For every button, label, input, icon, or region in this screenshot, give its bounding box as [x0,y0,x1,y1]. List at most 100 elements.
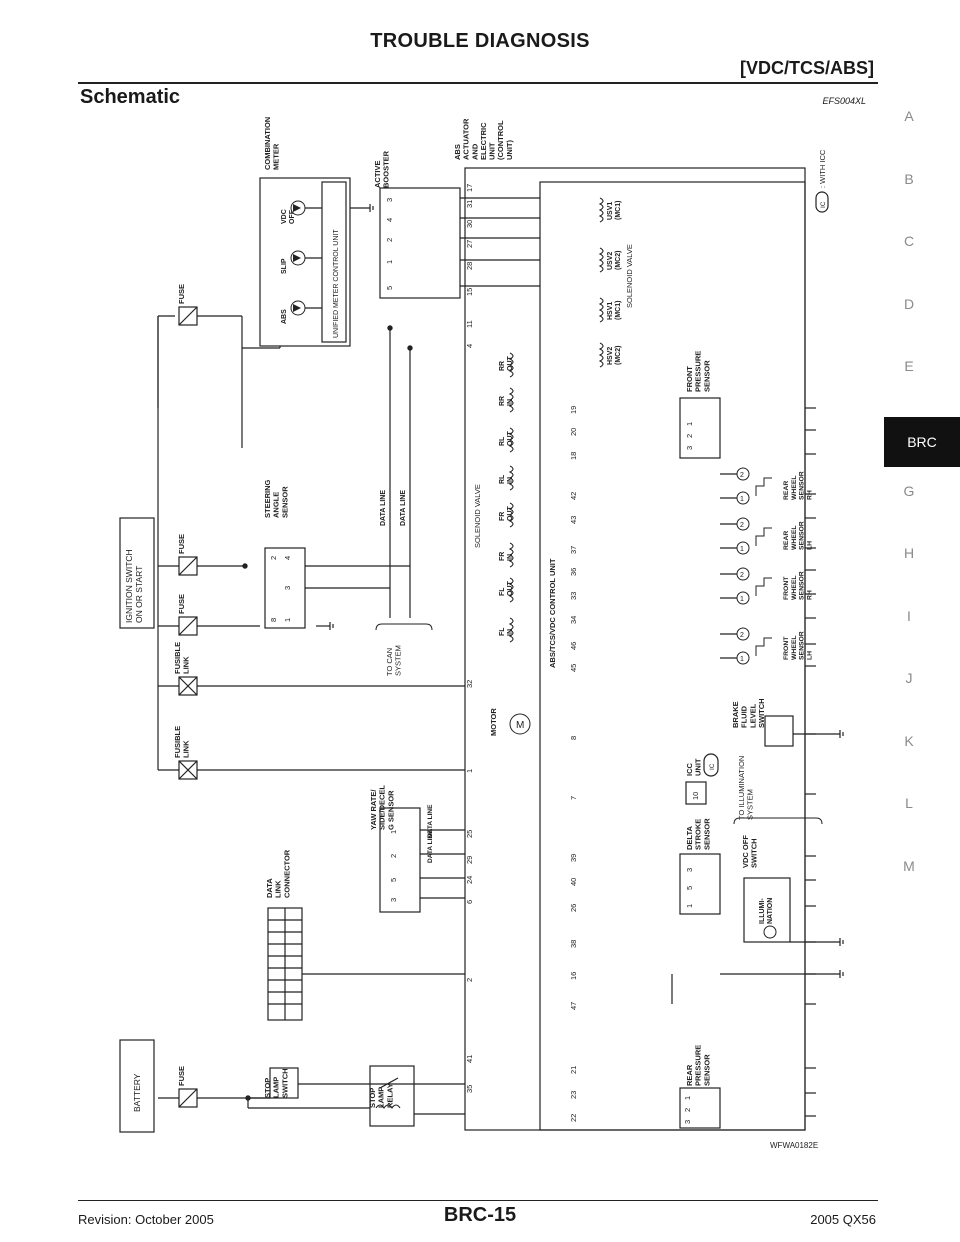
yaw-pin: 5 [389,878,398,882]
actuator-left-pin: 2 [465,978,474,982]
wheel-sensor-symbol [755,637,772,656]
solenoid-valve-label-mid: SOLENOID VALVE [473,484,482,548]
label-line: SLIP [281,258,288,274]
actuator-left-pin: 41 [465,1055,474,1063]
unified-meter-label: UNIFIED METER CONTROL UNIT [333,229,340,338]
side-index-h[interactable]: H [903,545,915,561]
side-index-k[interactable]: K [904,732,914,749]
label-line: 20 [569,428,578,436]
control-unit-pin: 33 [569,592,578,600]
combination-meter-box [259,177,351,347]
label-line: ILLUMI- [759,898,766,924]
side-index-b[interactable]: B [904,170,914,187]
solenoid-coil [508,577,514,603]
rear-pressure-box [679,1087,721,1129]
control-unit-pin: 18 [569,452,578,460]
side-index-brc[interactable]: BRC [884,416,960,467]
side-index-i[interactable]: I [907,607,911,624]
label-line: TO CAN [385,648,394,676]
side-index-a[interactable]: A [904,108,914,124]
label-line: 46 [569,642,578,650]
stop-relay-box [369,1065,415,1127]
label-line: 41 [465,1055,474,1063]
icc-badge-text: IC [709,763,716,770]
label-line: COMBINATION [263,117,272,170]
battery-box [119,1039,155,1133]
label-line: 33 [569,592,578,600]
label-line: REAR [685,1064,694,1086]
side-index-d[interactable]: D [903,295,915,312]
label-line: YAW RATE/ [369,789,378,830]
label-line: IGNITION SWITCH [124,549,134,623]
actuator-left-pin: 24 [465,876,474,884]
label-line: 39 [569,854,578,862]
label-line: 5 [385,286,394,290]
yaw-sensor-box [379,807,421,913]
label-line: SOLENOID VALVE [625,244,634,308]
icc-pin: 10 [691,792,700,800]
footer-revision: Revision: October 2005 [78,1212,214,1227]
delta-pin: 5 [685,886,694,890]
yaw-data-line-1: DATA LINE [427,804,434,838]
side-index-j[interactable]: J [905,670,913,686]
solenoid-coil [508,502,514,528]
label-line: 31 [465,200,474,208]
label-line: 22 [569,1114,578,1122]
label-line: LAMP [272,1077,281,1098]
relay-contact [379,1077,399,1089]
label-line: DATA LINE [427,804,434,838]
label-line: LINK [182,656,191,674]
label-line: 24 [465,876,474,884]
side-index-c[interactable]: C [903,233,915,249]
label-line: 1 [685,904,694,908]
control-unit-pin: 26 [569,904,578,912]
label-line: STROKE [694,819,703,850]
label-line: 4 [465,344,474,348]
wheel-pin-1: 1 [740,596,744,603]
label-line: RH [806,590,813,600]
control-unit-pin: 8 [569,736,578,740]
label-line: 2 [683,1108,692,1112]
label-line: 43 [569,516,578,524]
brake-fluid-box [764,715,794,747]
junction-dot [407,345,413,351]
label-line: BOOSTER [382,150,391,188]
illumination-label: ILLUMI-NATION [759,898,774,924]
actuator-left-pin: 35 [465,1085,474,1093]
rear-pressure-pin: 3 [683,1120,692,1124]
side-index-e[interactable]: E [904,358,914,374]
label-line: 26 [569,904,578,912]
section-title: Schematic [80,86,181,108]
label-line: SENSOR [799,521,806,550]
label-line: (MC2) [615,346,622,365]
label-line: 3 [683,1120,692,1124]
label-line: 3 [685,868,694,872]
label-line: 1 [685,422,694,426]
label-line: 30 [465,220,474,228]
delta-pin: 3 [685,868,694,872]
label-line: DATA LINE [380,490,387,526]
delta-stroke-box [679,853,721,915]
figure-code: WFWA0182E [770,1141,818,1150]
label-line: (MC2) [615,251,622,270]
battery-label: BATTERY [132,1073,142,1112]
label-line: ACTUATOR [462,118,471,160]
label-line: 3 [685,446,694,450]
control-unit-pin: 23 [569,1091,578,1099]
side-index-m[interactable]: M [903,857,915,874]
side-index-g[interactable]: G [903,482,915,499]
side-index-l[interactable]: L [905,795,913,811]
unified-meter-box [321,181,347,343]
label-line: LEVEL [748,703,757,728]
label-line: 37 [569,546,578,554]
wheel-sensor-symbol [755,527,772,546]
steering-pin: 3 [283,586,292,590]
wheel-pin-1: 1 [740,496,744,503]
label-line: 27 [465,240,474,248]
